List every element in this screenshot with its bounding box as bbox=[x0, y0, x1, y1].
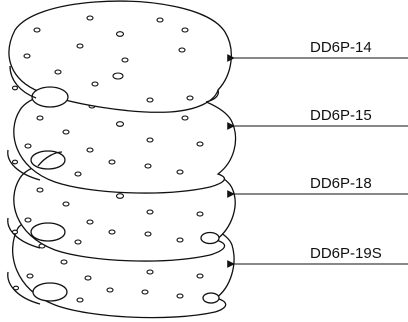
label-dd6p-15: DD6P-15 bbox=[310, 107, 372, 124]
callout-dd6p-18: DD6P-18 bbox=[227, 175, 408, 198]
plate-dd6p-14 bbox=[8, 0, 232, 113]
plate-dd6p-15-holes bbox=[11, 103, 204, 177]
label-dd6p-18: DD6P-18 bbox=[310, 175, 372, 192]
label-dd6p-19s: DD6P-19S bbox=[310, 245, 382, 262]
callout-dd6p-14: DD6P-14 bbox=[227, 39, 408, 62]
label-dd6p-14: DD6P-14 bbox=[310, 39, 372, 56]
callout-dd6p-15: DD6P-15 bbox=[227, 107, 408, 130]
plate-dd6p-14-holes bbox=[11, 15, 194, 103]
callout-dd6p-19s: DD6P-19S bbox=[227, 245, 408, 268]
